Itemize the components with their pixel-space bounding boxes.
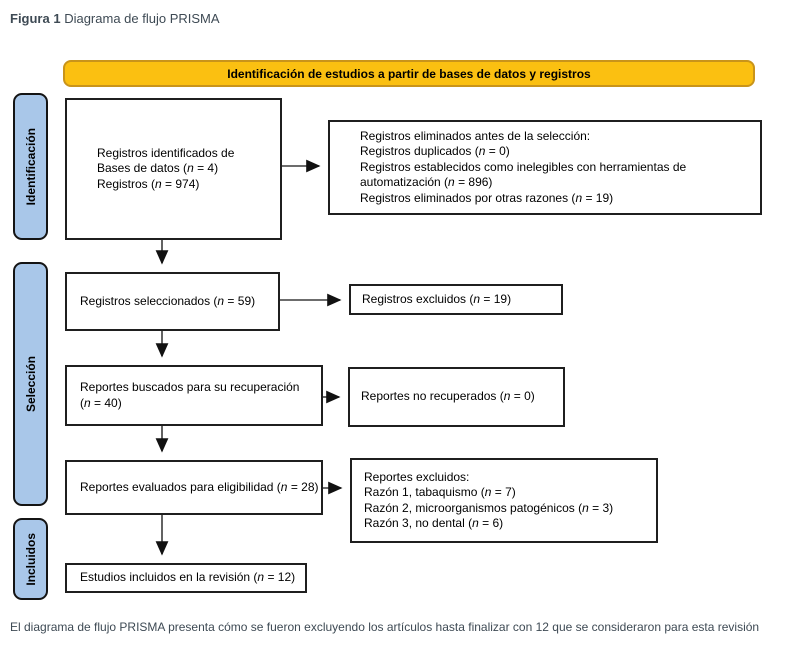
- box-text-line: Razón 1, tabaquismo (n = 7): [364, 485, 516, 499]
- box-records-excluded: Registros excluidos (n = 19): [349, 284, 563, 315]
- box-text-line: Registros establecidos como inelegibles …: [360, 159, 687, 174]
- figure-caption: El diagrama de flujo PRISMA presenta cóm…: [10, 620, 760, 634]
- box-reports-sought: Reportes buscados para su recuperación (…: [65, 365, 323, 426]
- box-text-line: Razón 3, no dental (n = 6): [364, 516, 504, 530]
- box-text-line: Bases de datos (n = 4): [97, 161, 219, 176]
- box-records-removed-before-screening: Registros eliminados antes de la selecci…: [328, 120, 762, 215]
- box-text-line: Registros eliminados antes de la selecci…: [360, 128, 591, 143]
- stage-label-incluidos: Incluidos: [13, 518, 48, 600]
- box-text-line: Reportes buscados para su recuperación: [80, 380, 300, 394]
- box-text-line: Registros duplicados (n = 0): [360, 144, 510, 159]
- box-text-line: Reportes evaluados para eligibilidad (n …: [80, 479, 319, 494]
- box-reports-assessed: Reportes evaluados para eligibilidad (n …: [65, 460, 323, 515]
- box-text-line: Registros seleccionados (n = 59): [80, 293, 256, 308]
- stage-label-identificacion-text: Identificación: [23, 127, 38, 206]
- stage-label-seleccion: Selección: [13, 262, 48, 506]
- banner-label: Identificación de estudios a partir de b…: [227, 66, 591, 81]
- box-text-line: Registros eliminados por otras razones (…: [360, 190, 614, 205]
- figure-title: Figura 1 Diagrama de flujo PRISMA: [10, 11, 220, 26]
- stage-label-incluidos-text: Incluidos: [23, 532, 38, 586]
- box-reports-excluded: Reportes excluidos: Razón 1, tabaquismo …: [350, 458, 658, 543]
- box-text-line: Registros identificados de: [97, 145, 235, 160]
- box-records-identified: Registros identificados de Bases de dato…: [65, 98, 282, 240]
- box-text-line: Estudios incluidos en la revisión (n = 1…: [80, 570, 296, 585]
- stage-label-identificacion: Identificación: [13, 93, 48, 240]
- box-text-line: Registros (n = 974): [97, 176, 200, 191]
- box-studies-included: Estudios incluidos en la revisión (n = 1…: [65, 563, 307, 593]
- box-text-line: (n = 40): [80, 395, 122, 410]
- box-reports-not-retrieved: Reportes no recuperados (n = 0): [348, 367, 565, 427]
- stage-label-seleccion-text: Selección: [23, 355, 38, 413]
- banner-identification-sources: Identificación de estudios a partir de b…: [63, 60, 755, 87]
- box-text-line: Razón 2, microorganismos patogénicos (n …: [364, 500, 614, 515]
- box-text-line: automatización (n = 896): [360, 175, 493, 190]
- box-text-line: Registros excluidos (n = 19): [362, 291, 512, 306]
- box-text-line: Reportes no recuperados (n = 0): [361, 389, 535, 404]
- figure-title-prefix: Figura 1: [10, 11, 61, 26]
- box-records-screened: Registros seleccionados (n = 59): [65, 272, 280, 331]
- figure-title-text: Diagrama de flujo PRISMA: [60, 11, 220, 26]
- box-text-line: Reportes excluidos:: [364, 469, 470, 484]
